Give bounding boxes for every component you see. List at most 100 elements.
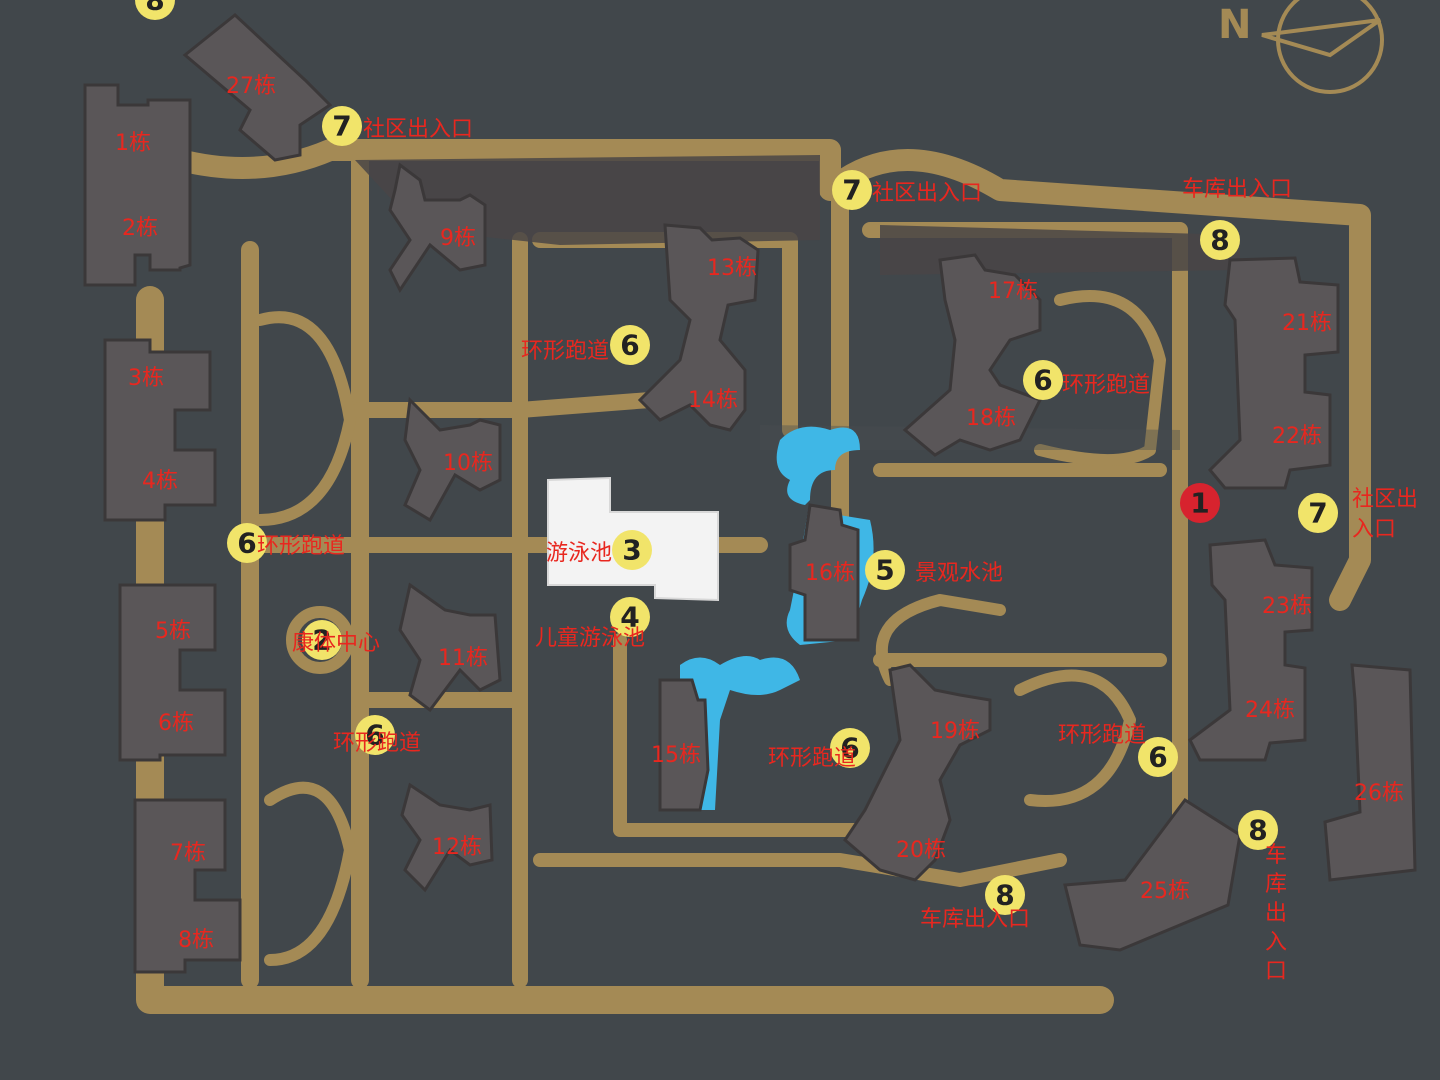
building-21-22[interactable] bbox=[1207, 256, 1340, 490]
marker-circle bbox=[1298, 493, 1338, 533]
building-12[interactable] bbox=[400, 782, 494, 893]
building-label-12: 12栋 bbox=[432, 835, 482, 860]
building-5-6[interactable] bbox=[118, 583, 227, 762]
marker-label: 环形跑道 bbox=[1062, 373, 1150, 398]
marker-3-13[interactable]: 3 游泳池 bbox=[546, 530, 652, 570]
building-16[interactable] bbox=[788, 503, 860, 642]
building-27[interactable] bbox=[182, 13, 333, 162]
marker-circle bbox=[1023, 360, 1063, 400]
marker-number: 6 bbox=[365, 719, 384, 752]
marker-label: 车库出入口 bbox=[920, 907, 1030, 932]
marker-circle bbox=[830, 728, 870, 768]
marker-number: 7 bbox=[332, 110, 351, 143]
marker-8-17[interactable]: 8 bbox=[135, 0, 175, 20]
building-17-18[interactable] bbox=[902, 253, 1043, 457]
marker-label: 环形跑道 bbox=[333, 731, 421, 756]
building-label-11: 11栋 bbox=[438, 646, 488, 671]
marker-label: 车库出入口 bbox=[1182, 177, 1292, 202]
marker-number: 7 bbox=[1308, 497, 1327, 530]
building-10[interactable] bbox=[403, 396, 502, 523]
building-label-19: 19栋 bbox=[930, 719, 980, 744]
marker-number: 3 bbox=[622, 534, 641, 567]
marker-number: 7 bbox=[842, 174, 861, 207]
marker-circle bbox=[610, 597, 650, 637]
building-26[interactable] bbox=[1323, 663, 1417, 882]
marker-number: 4 bbox=[620, 601, 639, 634]
marker-label: 环形跑道 bbox=[521, 339, 609, 364]
building-label-26: 26栋 bbox=[1354, 781, 1404, 806]
building-label-13: 13栋 bbox=[707, 256, 757, 281]
marker-circle bbox=[1138, 737, 1178, 777]
marker-8-3[interactable]: 8 车库出入口 bbox=[1182, 177, 1292, 260]
marker-6-6[interactable]: 6 环形跑道 bbox=[521, 325, 650, 365]
marker-number: 6 bbox=[237, 527, 256, 560]
marker-circle bbox=[610, 325, 650, 365]
labels-layer: 1栋2栋3栋4栋5栋6栋7栋8栋9栋10栋11栋12栋13栋14栋15栋16栋1… bbox=[115, 74, 1404, 953]
building-label-24: 24栋 bbox=[1245, 698, 1295, 723]
marker-number: 1 bbox=[1190, 487, 1209, 520]
marker-label: 环形跑道 bbox=[768, 746, 856, 771]
building-label-8: 8栋 bbox=[178, 928, 214, 953]
marker-number: 8 bbox=[1210, 224, 1229, 257]
marker-7-1[interactable]: 7 社区出入口 bbox=[832, 170, 982, 210]
marker-label: 游泳池 bbox=[546, 541, 612, 566]
marker-number: 6 bbox=[620, 329, 639, 362]
marker-label: 环形跑道 bbox=[257, 534, 345, 559]
marker-label: 社区出入口 bbox=[872, 181, 982, 206]
building-label-1: 1栋 bbox=[115, 131, 151, 156]
marker-circle bbox=[1180, 483, 1220, 523]
building-1-2[interactable] bbox=[83, 83, 192, 287]
building-label-5: 5栋 bbox=[155, 619, 191, 644]
building-13-14[interactable] bbox=[637, 223, 760, 432]
marker-label: 康体中心 bbox=[292, 631, 380, 656]
marker-circle bbox=[612, 530, 652, 570]
marker-circle bbox=[832, 170, 872, 210]
marker-number: 6 bbox=[1033, 364, 1052, 397]
marker-label: 儿童游泳池 bbox=[535, 626, 645, 651]
building-label-15: 15栋 bbox=[651, 743, 701, 768]
marker-number: 8 bbox=[1248, 814, 1267, 847]
building-7-8[interactable] bbox=[133, 798, 242, 974]
building-11[interactable] bbox=[398, 582, 502, 713]
building-label-25: 25栋 bbox=[1140, 879, 1190, 904]
marker-label: 景观水池 bbox=[915, 561, 1003, 586]
marker-7-2[interactable]: 7 社区出入口 bbox=[1298, 487, 1418, 542]
building-label-10: 10栋 bbox=[443, 451, 493, 476]
building-label-2: 2栋 bbox=[122, 216, 158, 241]
marker-1-16[interactable]: 1 bbox=[1180, 483, 1220, 523]
marker-6-7[interactable]: 6 环形跑道 bbox=[1023, 360, 1150, 400]
marker-number: 8 bbox=[145, 0, 164, 17]
building-19-20[interactable] bbox=[843, 663, 992, 882]
marker-label: 社区出入口 bbox=[1352, 487, 1418, 542]
building-3-4[interactable] bbox=[103, 338, 217, 522]
compass-n-label: N bbox=[1218, 2, 1251, 48]
marker-label: 社区出入口 bbox=[363, 117, 473, 142]
marker-number: 8 bbox=[995, 879, 1014, 912]
building-15[interactable] bbox=[658, 678, 710, 812]
building-9[interactable] bbox=[388, 162, 487, 293]
marker-7-0[interactable]: 7 社区出入口 bbox=[322, 106, 473, 146]
building-label-21: 21栋 bbox=[1282, 311, 1332, 336]
marker-number: 6 bbox=[1148, 741, 1167, 774]
marker-circle bbox=[135, 0, 175, 20]
marker-circle bbox=[865, 550, 905, 590]
building-label-16: 16栋 bbox=[805, 561, 855, 586]
buildings-layer bbox=[83, 13, 1417, 974]
building-25[interactable] bbox=[1063, 797, 1242, 952]
building-label-18: 18栋 bbox=[966, 406, 1016, 431]
marker-circle bbox=[227, 523, 267, 563]
marker-circle bbox=[355, 715, 395, 755]
building-23-24[interactable] bbox=[1188, 538, 1314, 762]
marker-number: 2 bbox=[312, 624, 331, 657]
